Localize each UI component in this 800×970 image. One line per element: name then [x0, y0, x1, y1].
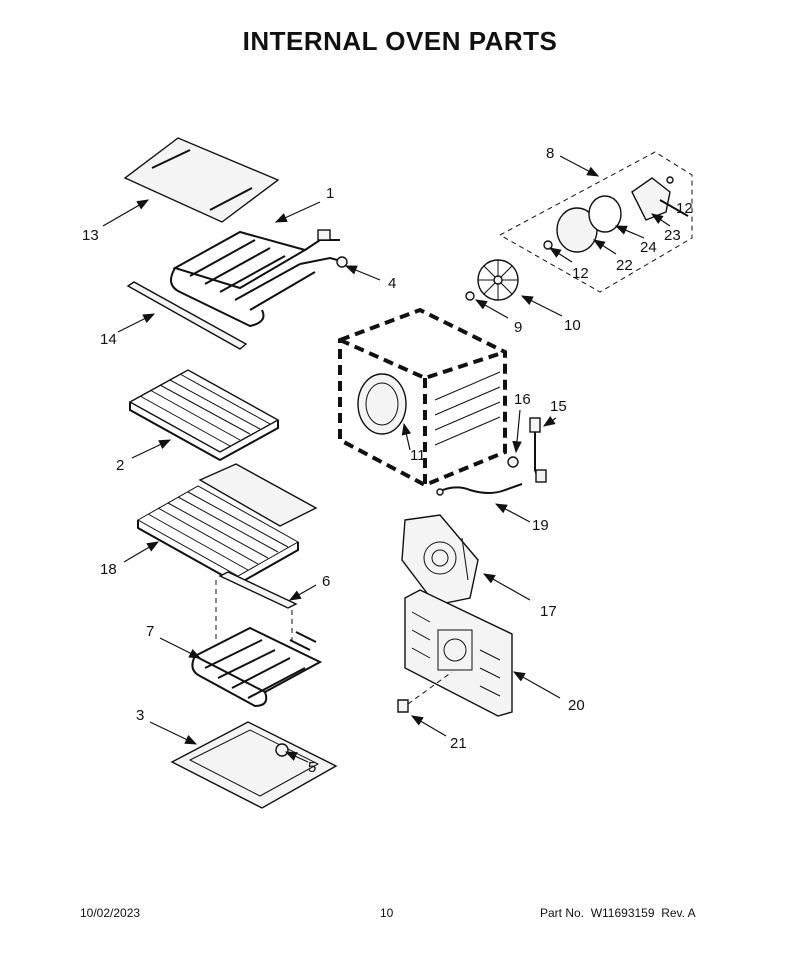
- part-3-bottom-cover: [170, 721, 338, 809]
- part-9-nut: [465, 291, 475, 301]
- callout-3: 3: [136, 707, 144, 724]
- callout-4: 4: [388, 275, 396, 292]
- part-15-sensor: [529, 417, 547, 483]
- part-19-wire-harness: [436, 483, 523, 496]
- part-6-bracket: [215, 571, 298, 640]
- part-number: W11693159: [590, 906, 655, 920]
- callout-9: 9: [514, 319, 522, 336]
- part-11-oven-cavity: [338, 307, 507, 488]
- callout-22: 22: [616, 257, 633, 274]
- callout-6: 6: [322, 573, 330, 590]
- footer-date: 10/02/2023: [80, 906, 141, 920]
- revision: Rev. A: [661, 906, 696, 920]
- part-17-convection-cover: [401, 514, 479, 606]
- callout-8: 8: [546, 145, 554, 162]
- callout-2: 2: [116, 457, 124, 474]
- part-2-oven-rack: [128, 369, 280, 462]
- leader-lines: [102, 155, 671, 763]
- part-14-trim-strip: [126, 281, 248, 350]
- footer-page-number: 10: [380, 906, 394, 920]
- callout-7: 7: [146, 623, 154, 640]
- callout-23: 23: [664, 227, 681, 244]
- callout-21: 21: [450, 735, 467, 752]
- callout-18: 18: [100, 561, 117, 578]
- part-1-broil-element: [170, 229, 348, 328]
- part-16-grommet: [507, 456, 519, 468]
- callout-labels: 13 1 4 14 2 18 6 7 3 5 8 9 10 12 22 24 2…: [82, 145, 693, 776]
- callout-1: 1: [326, 185, 334, 202]
- callout-16: 16: [514, 391, 531, 408]
- callout-17: 17: [540, 603, 557, 620]
- callout-14: 14: [100, 331, 117, 348]
- part-13-panel: [123, 137, 280, 223]
- footer-part-info: Part No. W11693159 Rev. A: [540, 906, 696, 920]
- callout-10: 10: [564, 317, 581, 334]
- callout-20: 20: [568, 697, 585, 714]
- part-8-fan-motor-assembly: [499, 151, 693, 293]
- part-7-bake-element: [191, 626, 323, 708]
- part-20-rear-panel: [404, 589, 513, 717]
- callout-15: 15: [550, 398, 567, 415]
- part-21-screw: [397, 671, 453, 713]
- page-title: INTERNAL OVEN PARTS: [242, 26, 558, 56]
- part-10-fan-blade: [477, 259, 519, 301]
- callout-13: 13: [82, 227, 99, 244]
- callout-5: 5: [308, 759, 316, 776]
- part-number-label: Part No.: [540, 906, 585, 920]
- part-18-rack-with-slides: [136, 463, 318, 586]
- callout-19: 19: [532, 517, 549, 534]
- callout-24: 24: [640, 239, 657, 256]
- callout-12-upper: 12: [676, 200, 693, 217]
- callout-12-lower: 12: [572, 265, 589, 282]
- callout-11: 11: [410, 447, 426, 464]
